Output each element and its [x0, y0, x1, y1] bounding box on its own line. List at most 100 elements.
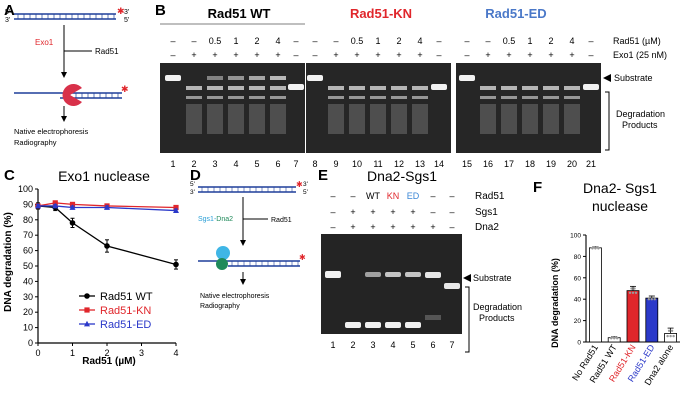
- substrate-band: [431, 84, 447, 90]
- readout-line2-a: Radiography: [14, 138, 57, 147]
- legend-marker: [84, 307, 90, 313]
- degradation-bracket-b: [605, 91, 610, 151]
- svg-text:–: –: [191, 36, 196, 46]
- svg-text:+: +: [375, 50, 380, 60]
- panel-a-schematic: ✱ 5' 3' 3' 5' Rad51 Exo1 ✱ Native electr…: [5, 6, 129, 147]
- degradation-label-b2: Products: [622, 120, 658, 130]
- svg-text:3: 3: [212, 159, 217, 169]
- gel-e-rad51-cell: –: [449, 191, 454, 201]
- svg-text:+: +: [254, 50, 259, 60]
- replicate-point: [650, 298, 653, 301]
- gel-title-kn: Rad51-KN: [350, 6, 412, 21]
- product-band: [228, 96, 244, 99]
- svg-text:–: –: [449, 222, 454, 232]
- legend-marker: [84, 293, 90, 299]
- replicate-point: [630, 287, 633, 290]
- svg-text:21: 21: [586, 159, 596, 169]
- chart-c-xlabel: Rad51 (µM): [82, 356, 136, 367]
- svg-text:+: +: [354, 50, 359, 60]
- svg-text:–: –: [588, 50, 593, 60]
- gel-e-rad51-cell: ED: [407, 191, 420, 201]
- svg-text:1: 1: [233, 36, 238, 46]
- y-tick-label: 100: [570, 233, 581, 240]
- svg-text:✱: ✱: [296, 180, 303, 189]
- product-smear: [349, 104, 365, 134]
- replicate-point: [653, 298, 656, 301]
- svg-text:+: +: [410, 222, 415, 232]
- svg-text:–: –: [330, 207, 335, 217]
- gel-e-rad51-cell: WT: [366, 191, 380, 201]
- gel-image-kn: [306, 63, 451, 153]
- svg-text:–: –: [312, 36, 317, 46]
- svg-text:14: 14: [434, 159, 444, 169]
- svg-text:✱: ✱: [299, 253, 306, 262]
- svg-text:2: 2: [548, 36, 553, 46]
- substrate-label-e: Substrate: [473, 273, 512, 283]
- svg-text:+: +: [527, 50, 532, 60]
- product-band: [391, 96, 407, 99]
- svg-text:17: 17: [504, 159, 514, 169]
- three-prime-label: 3': [5, 17, 10, 24]
- svg-text:+: +: [350, 222, 355, 232]
- three-prime-label-d: 3': [190, 189, 195, 196]
- product-band: [207, 96, 223, 99]
- sgs1-enzyme-icon: [216, 246, 230, 260]
- product-band: [501, 96, 517, 99]
- product-smear: [412, 104, 428, 134]
- svg-text:4: 4: [275, 36, 280, 46]
- svg-text:10: 10: [352, 159, 362, 169]
- panel-d-letter: D: [190, 167, 201, 184]
- svg-text:+: +: [396, 50, 401, 60]
- chart-c-ylabel: DNA degradation (%): [3, 212, 14, 312]
- svg-text:–: –: [436, 50, 441, 60]
- svg-text:9: 9: [333, 159, 338, 169]
- y-tick-label: 80: [23, 215, 33, 225]
- svg-text:+: +: [506, 50, 511, 60]
- degradation-label-b1: Degradation: [616, 109, 665, 119]
- product-band: [522, 86, 538, 90]
- data-point: [173, 261, 179, 268]
- svg-text:+: +: [410, 207, 415, 217]
- product-smear: [543, 104, 559, 134]
- product-band: [564, 86, 580, 90]
- substrate-band: [444, 283, 460, 289]
- readout-line2-d: Radiography: [200, 303, 240, 310]
- product-band: [412, 96, 428, 99]
- five-prime-label: 5': [5, 9, 10, 16]
- data-point: [69, 204, 76, 210]
- product-band: [425, 315, 441, 320]
- svg-text:–: –: [170, 36, 175, 46]
- replicate-point: [652, 295, 655, 299]
- x-tick-label: 2: [104, 348, 109, 358]
- svg-text:+: +: [333, 50, 338, 60]
- x-tick-label: 4: [173, 348, 178, 358]
- product-band: [228, 86, 244, 90]
- bar: [589, 247, 602, 343]
- svg-text:+: +: [548, 50, 553, 60]
- gel-e-sgs1-label: Sgs1: [475, 207, 498, 218]
- substrate-band: [385, 272, 401, 277]
- product-smear: [501, 104, 517, 134]
- exo1-label-a: Exo1: [35, 38, 54, 47]
- y-tick-label: 0: [577, 340, 581, 347]
- svg-text:3': 3': [303, 181, 308, 188]
- svg-text:–: –: [464, 36, 469, 46]
- radiolabel-star-a: ✱: [117, 6, 125, 16]
- substrate-band: [405, 272, 421, 277]
- substrate-band: [165, 75, 181, 81]
- gel-e-rad51-cell: –: [430, 191, 435, 201]
- product-smear: [564, 104, 580, 134]
- svg-text:+: +: [390, 207, 395, 217]
- svg-text:–: –: [449, 207, 454, 217]
- y-tick-label: 60: [23, 246, 33, 256]
- x-tick-label: 3: [139, 348, 144, 358]
- svg-text:1: 1: [375, 36, 380, 46]
- degradation-label-e1: Degradation: [473, 302, 522, 312]
- chart-c-title: Exo1 nuclease: [58, 168, 150, 184]
- sgs1-label-d: Sgs1-: [198, 216, 217, 223]
- gel-title-wt: Rad51 WT: [208, 6, 271, 21]
